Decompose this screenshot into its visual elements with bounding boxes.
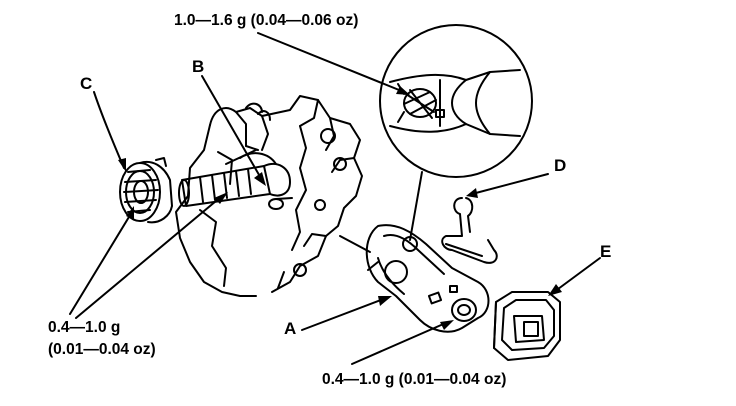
transmission-housing — [175, 95, 363, 297]
leader-lines — [69, 32, 601, 365]
callout-d: D — [554, 156, 567, 175]
grease-spec-pivot: 0.4—1.0 g (0.01—0.04 oz) — [322, 371, 507, 388]
release-fork — [339, 224, 490, 333]
grease-spec-bearing-line2: (0.01—0.04 oz) — [48, 341, 156, 358]
input-shaft — [178, 149, 291, 207]
detail-magnifier — [379, 24, 533, 241]
grease-spec-fork-tip: 1.0—1.6 g (0.04—0.06 oz) — [174, 12, 359, 29]
fork-shaft-b — [268, 197, 293, 210]
callout-c: C — [80, 74, 93, 93]
callout-a: A — [284, 319, 297, 338]
callout-b: B — [192, 57, 205, 76]
retaining-spring — [441, 197, 498, 264]
dust-boot — [493, 291, 561, 361]
callout-e: E — [600, 242, 612, 261]
release-bearing — [119, 157, 173, 224]
grease-spec-bearing-line1: 0.4—1.0 g — [48, 319, 121, 336]
